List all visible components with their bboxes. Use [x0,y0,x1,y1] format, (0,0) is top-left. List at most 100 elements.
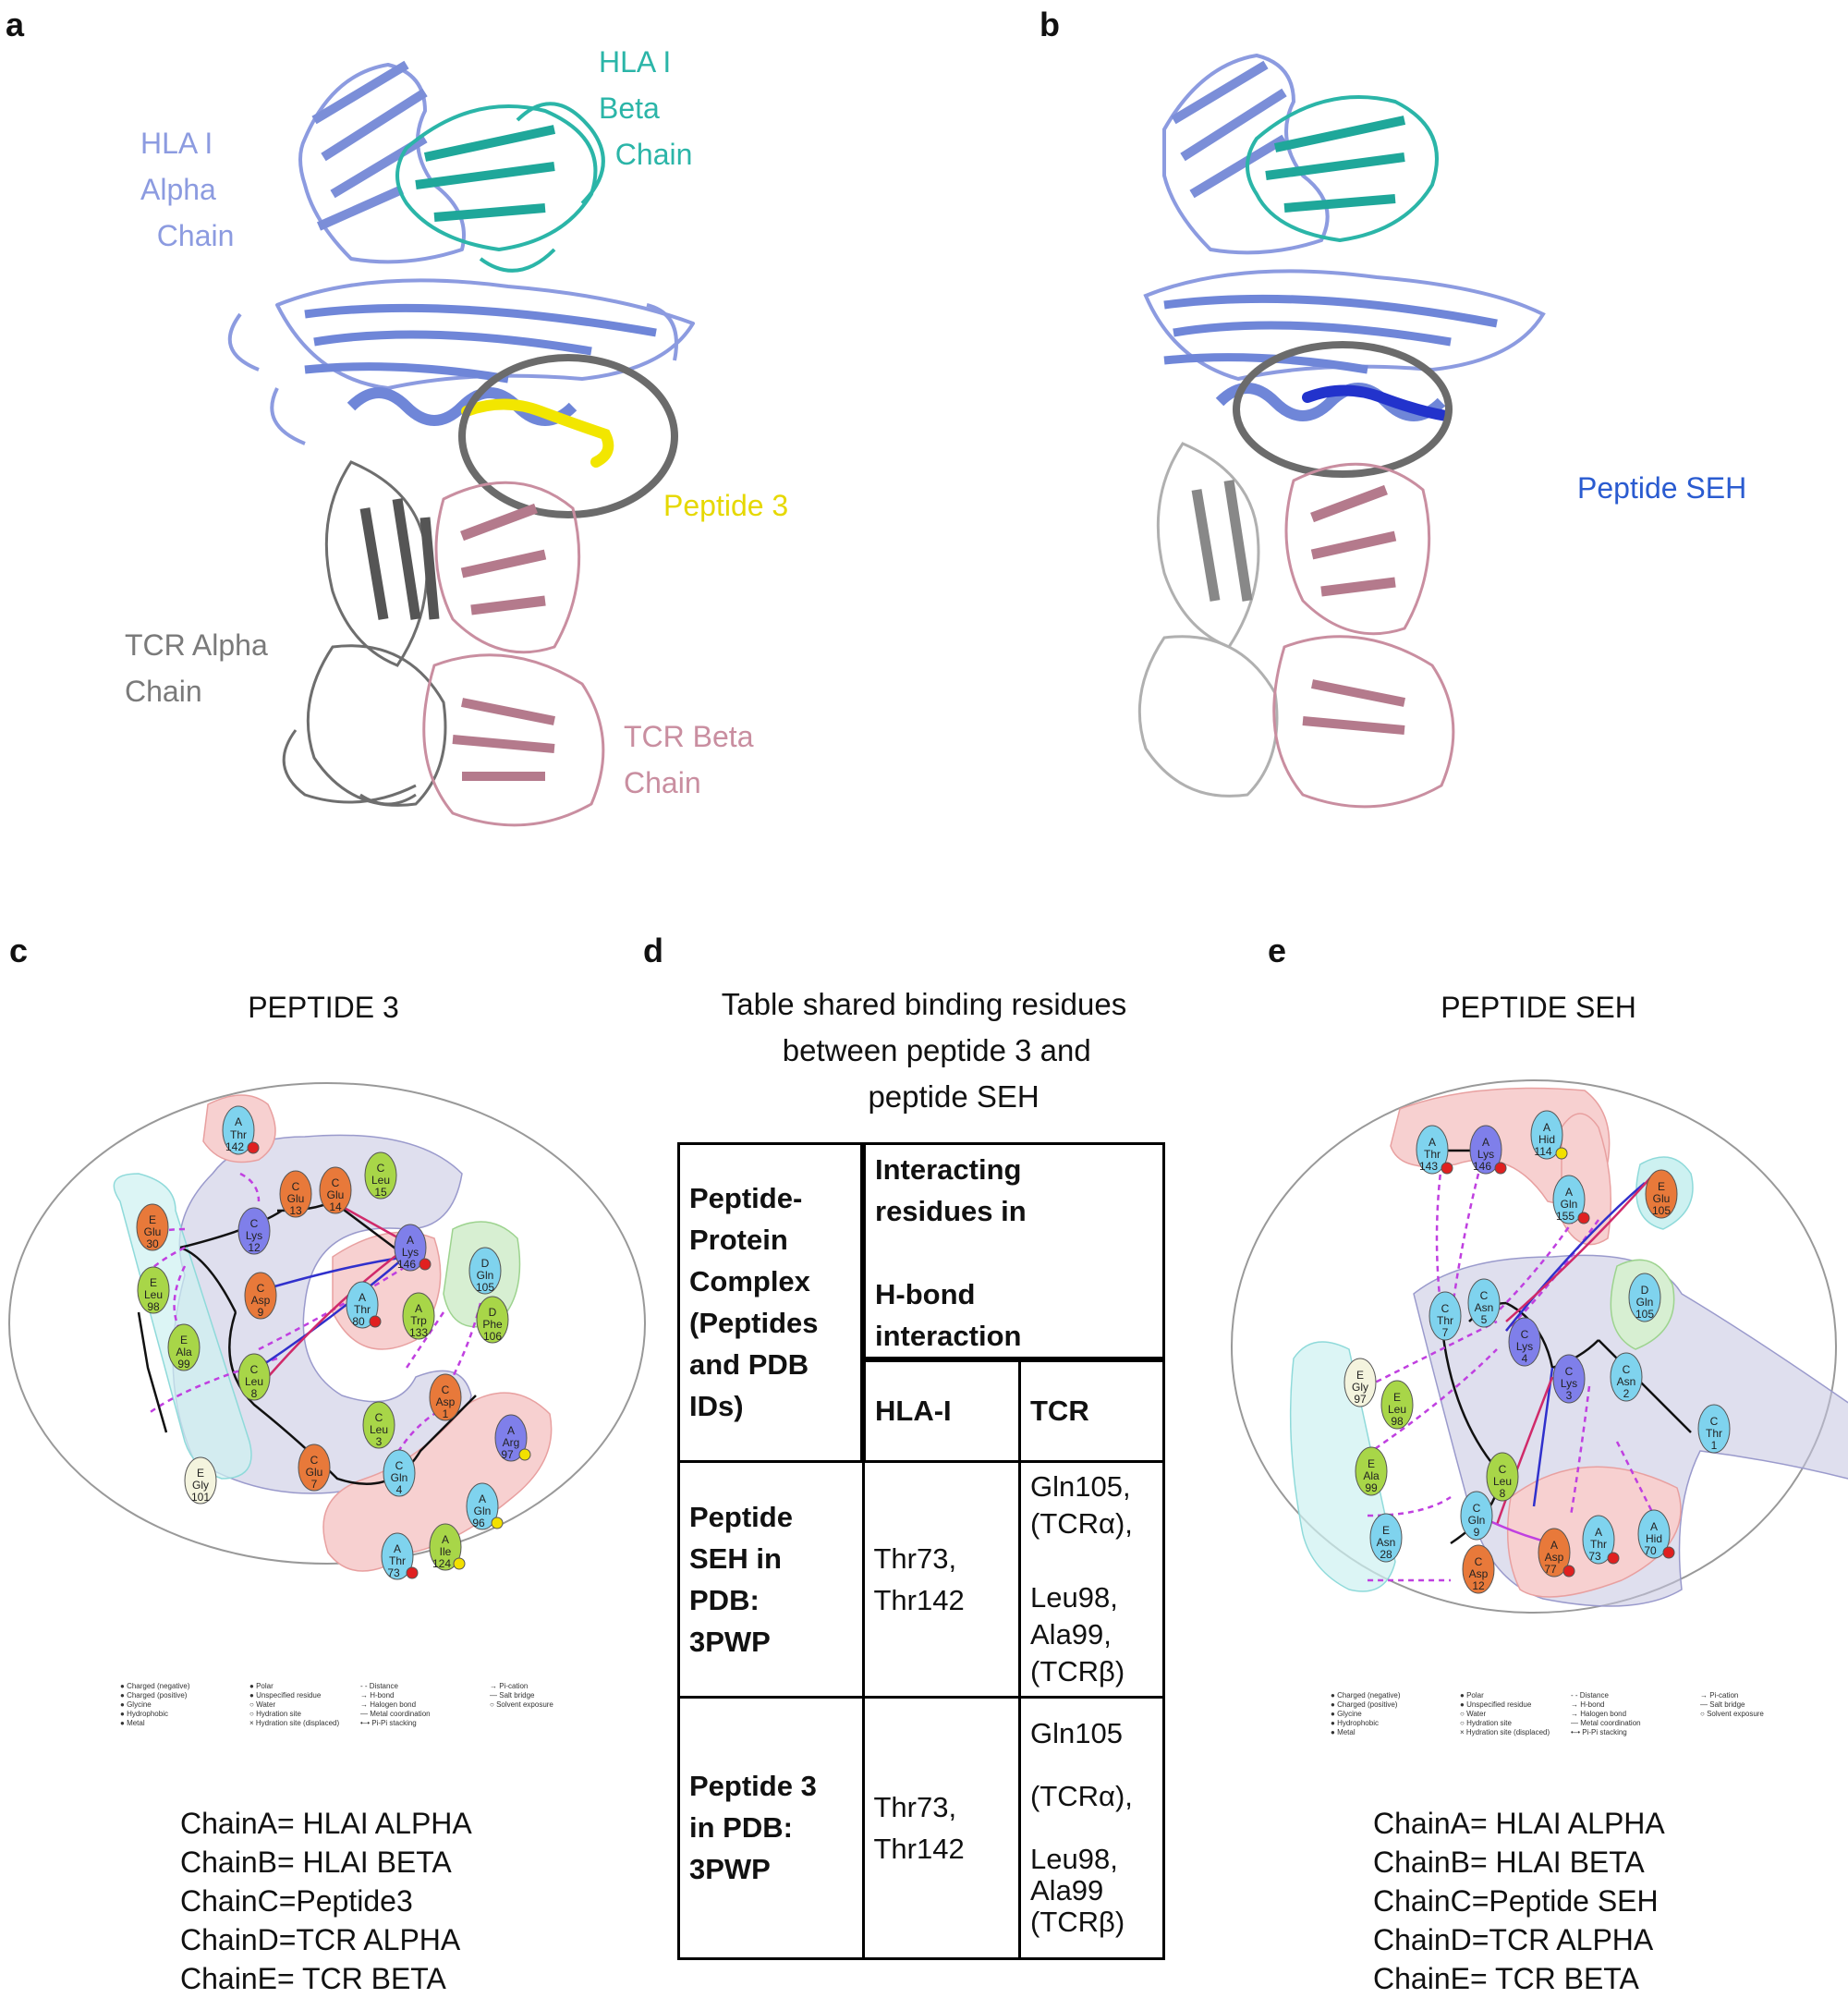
cell-complex-p3: Peptide 3 in PDB: 3PWP [677,1695,865,1960]
svg-text:E: E [149,1213,156,1226]
svg-text:E: E [1658,1180,1665,1193]
panel-letter-a: a [6,6,25,43]
svg-text:C: C [377,1162,385,1175]
svg-text:Gly: Gly [192,1479,209,1492]
svg-text:C: C [292,1180,300,1193]
svg-text:A: A [1650,1520,1658,1533]
svg-text:Asn: Asn [1377,1536,1396,1549]
svg-text:Asp: Asp [251,1294,271,1307]
svg-text:Leu: Leu [144,1288,163,1301]
svg-text:2: 2 [1623,1387,1630,1400]
svg-text:97: 97 [501,1448,514,1461]
svg-text:105: 105 [1635,1308,1654,1321]
svg-text:Gln: Gln [1561,1198,1578,1211]
svg-text:E: E [197,1467,204,1480]
svg-text:C: C [257,1282,265,1295]
svg-text:A: A [442,1533,449,1546]
svg-text:155: 155 [1556,1210,1574,1223]
svg-text:C: C [1475,1555,1483,1568]
legend-c: ● Charged (negative)● Charged (positive)… [120,1682,553,1727]
label-peptide3-a: Peptide 3 [663,489,789,522]
svg-text:C: C [250,1217,259,1230]
svg-text:1: 1 [443,1407,449,1420]
svg-text:E: E [1368,1457,1375,1470]
svg-text:14: 14 [329,1200,342,1213]
legend-e: ● Charged (negative)● Charged (positive)… [1331,1691,1764,1736]
svg-text:Lys: Lys [246,1229,262,1242]
svg-text:124: 124 [432,1557,451,1570]
svg-text:A: A [1482,1136,1489,1149]
table-row: Peptide SEH in PDB: 3PWP Thr73, Thr142 G… [677,1459,1165,1699]
svg-text:Gln: Gln [477,1269,494,1282]
cell-tcr-p3: Gln105 (TCRα), Leu98, Ala99 (TCRβ) [1018,1695,1165,1960]
svg-text:Thr: Thr [1437,1314,1453,1327]
tcr-beta-domain-b [1272,462,1455,809]
svg-text:70: 70 [1644,1544,1657,1557]
svg-text:A: A [507,1424,515,1437]
hla-beta-domain-a [395,102,605,273]
svg-text:E: E [1393,1391,1401,1404]
tcr-beta-domain-a [422,481,605,827]
svg-text:C: C [1480,1289,1489,1302]
hla-alpha-domain-b [1143,53,1546,421]
header-tcr: TCR [1018,1358,1165,1463]
svg-text:Trp: Trp [410,1314,427,1327]
svg-text:Lys: Lys [1516,1340,1533,1353]
svg-text:C: C [1521,1328,1529,1341]
svg-text:Glu: Glu [327,1188,345,1201]
svg-text:Ile: Ile [440,1545,452,1558]
label-hla-alpha-a: HLA I Alpha Chain [140,127,235,252]
svg-text:Thr: Thr [1590,1538,1607,1551]
cell-hla-seh: Thr73, Thr142 [861,1459,1021,1699]
peptide3-a [461,398,614,468]
header-hla: HLA-I [861,1358,1021,1463]
svg-text:8: 8 [1500,1487,1506,1500]
svg-text:Ala: Ala [1363,1469,1380,1482]
svg-text:E: E [1356,1369,1364,1382]
svg-text:Hid: Hid [1646,1532,1662,1545]
svg-text:Gln: Gln [391,1471,408,1484]
svg-text:143: 143 [1419,1160,1438,1173]
svg-text:15: 15 [374,1186,387,1199]
svg-text:142: 142 [225,1140,244,1153]
svg-text:133: 133 [409,1326,428,1339]
svg-text:77: 77 [1544,1563,1557,1576]
svg-text:146: 146 [397,1258,416,1271]
panel-letter-c: c [9,932,29,969]
svg-text:A: A [479,1492,486,1505]
svg-text:C: C [1499,1463,1507,1476]
svg-text:13: 13 [289,1204,302,1217]
svg-text:D: D [481,1257,490,1270]
svg-text:Asp: Asp [1545,1551,1564,1564]
svg-text:101: 101 [191,1491,210,1504]
svg-text:Thr: Thr [1706,1427,1722,1440]
svg-text:96: 96 [472,1517,485,1529]
panel-letter-d: d [643,932,663,969]
svg-text:Thr: Thr [354,1303,371,1316]
